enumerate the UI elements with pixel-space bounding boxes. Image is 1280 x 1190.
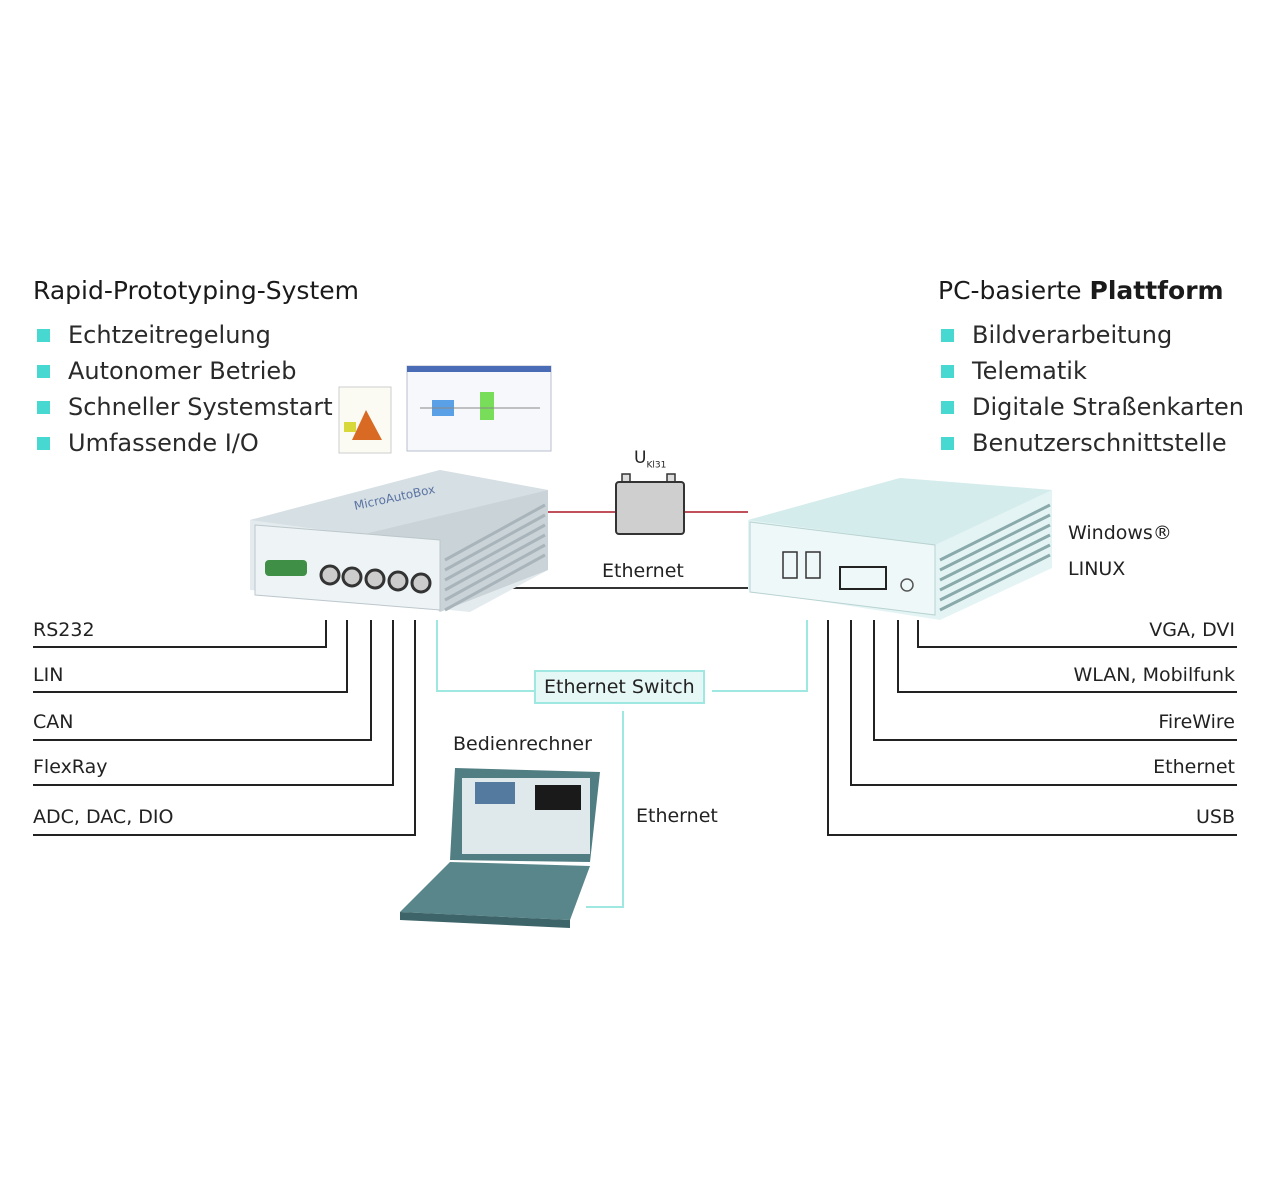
- battery-label: UKl31: [634, 448, 667, 471]
- left-bullet: Umfassende I/O: [33, 425, 333, 461]
- pc-platform-device: [748, 478, 1052, 620]
- battery-icon: [615, 473, 685, 535]
- switch-lines: [436, 620, 808, 908]
- interface-usb: USB: [1195, 806, 1235, 828]
- bullet-square-icon: [37, 436, 50, 450]
- rapid-prototyping-device: MicroAutoBox: [250, 470, 548, 612]
- left-interface-lines: [33, 620, 416, 836]
- interface-rs232: RS232: [33, 619, 95, 641]
- interface-lin: LIN: [33, 664, 64, 686]
- simulink-screenshot: [406, 365, 552, 452]
- interface-flexray: FlexRay: [33, 756, 108, 778]
- line-adc: [33, 620, 416, 836]
- bullet-square-icon: [37, 364, 50, 378]
- bnc-connectors: [319, 564, 432, 594]
- line-flexray: [33, 620, 394, 786]
- matlab-logo: [338, 386, 392, 454]
- right-panel-title: PC-basierte Plattform: [938, 276, 1224, 305]
- line-usb: [827, 620, 1237, 836]
- operator-ethernet-label: Ethernet: [636, 805, 718, 827]
- line-rs232: [33, 620, 327, 648]
- interface-ethernet: Ethernet: [1153, 756, 1235, 778]
- interface-wlan: WLAN, Mobilfunk: [1073, 664, 1235, 686]
- line-vga: [917, 620, 1237, 648]
- os-windows: Windows®: [1068, 522, 1172, 544]
- left-panel-title: Rapid-Prototyping-System: [33, 276, 359, 305]
- interface-firewire: FireWire: [1158, 711, 1235, 733]
- right-bullet: Bildverarbeitung: [937, 317, 1244, 353]
- right-bullet: Telematik: [937, 353, 1244, 389]
- line-wlan: [897, 620, 1237, 693]
- laptop-icon: [400, 768, 600, 928]
- line-firewire: [873, 620, 1237, 741]
- interface-can: CAN: [33, 711, 74, 733]
- right-bullet: Digitale Straßenkarten: [937, 389, 1244, 425]
- right-panel-bullets: Bildverarbeitung Telematik Digitale Stra…: [937, 317, 1244, 461]
- left-panel-bullets: Echtzeitregelung Autonomer Betrieb Schne…: [33, 317, 333, 461]
- bullet-square-icon: [941, 436, 954, 450]
- interface-adc-dac-dio: ADC, DAC, DIO: [33, 806, 174, 828]
- right-bullet: Benutzerschnittstelle: [937, 425, 1244, 461]
- line-lin: [33, 620, 348, 693]
- ethernet-direct-label: Ethernet: [602, 560, 684, 582]
- interface-vga-dvi: VGA, DVI: [1149, 619, 1235, 641]
- right-interface-lines: [827, 620, 1237, 836]
- left-bullet: Echtzeitregelung: [33, 317, 333, 353]
- bullet-square-icon: [941, 328, 954, 342]
- bullet-square-icon: [941, 400, 954, 414]
- bullet-square-icon: [37, 328, 50, 342]
- left-bullet: Autonomer Betrieb: [33, 353, 333, 389]
- line-ethernet: [850, 620, 1237, 786]
- line-can: [33, 620, 372, 741]
- ethernet-switch: Ethernet Switch: [534, 670, 705, 704]
- bullet-square-icon: [941, 364, 954, 378]
- operator-pc-label: Bedienrechner: [453, 733, 592, 755]
- os-linux: LINUX: [1068, 558, 1126, 580]
- left-bullet: Schneller Systemstart: [33, 389, 333, 425]
- bullet-square-icon: [37, 400, 50, 414]
